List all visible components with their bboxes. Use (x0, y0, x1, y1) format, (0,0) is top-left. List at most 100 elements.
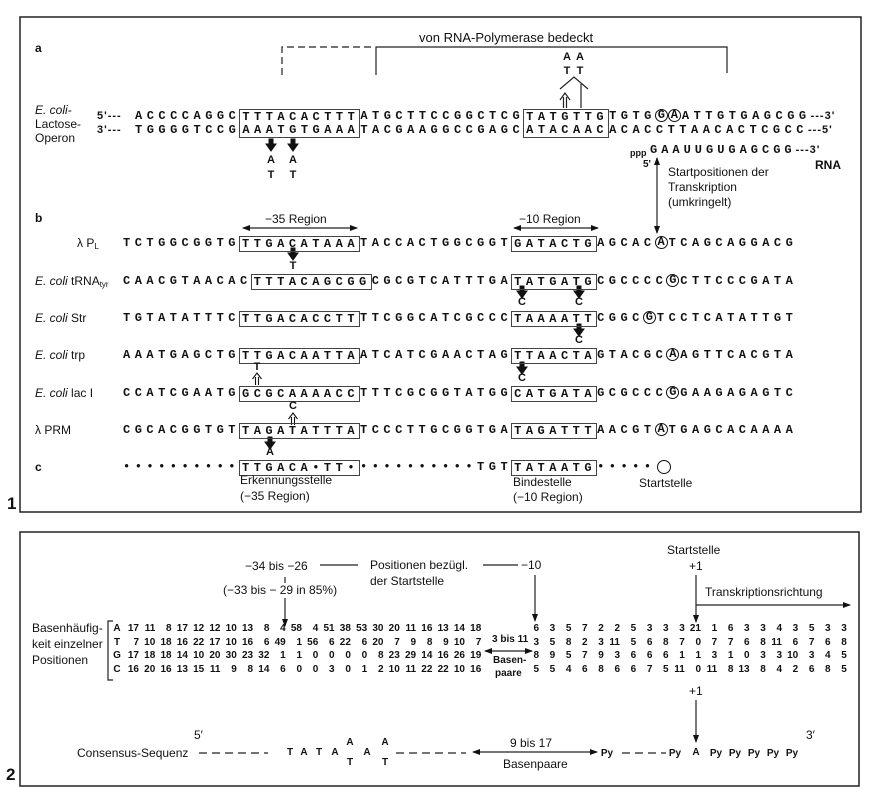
frequency-value: 1 (695, 650, 701, 661)
frequency-value: 10 (144, 637, 156, 648)
frequency-value: 0 (695, 637, 701, 648)
row-label: E. coli tRNAtyr (35, 274, 109, 292)
frequency-value: 22 (339, 637, 351, 648)
frequency-value: 11 (674, 664, 685, 675)
figure2-number: 2 (6, 765, 16, 784)
mutation-base: A (289, 154, 297, 166)
row-label: E. coli trp (35, 348, 85, 366)
frequency-value: 9 (231, 664, 237, 675)
sequence-segment: TCAGCAGGACG (668, 236, 798, 250)
frequency-value: 17 (127, 650, 139, 661)
frequency-value: 6 (280, 664, 286, 675)
frequency-value: 5 (549, 664, 556, 675)
frequency-value: 7 (394, 637, 400, 648)
frequency-value: 5 (841, 664, 847, 675)
row-label-name: tRNA (67, 274, 100, 288)
frequency-value: 6 (630, 650, 637, 661)
polymerase-bracket (375, 46, 728, 75)
start-note-line3: (umkringelt) (668, 195, 732, 209)
frequency-value: 17 (176, 623, 188, 634)
frequency-value: 6 (663, 650, 669, 661)
consensus-label: Consensus-Sequenz (77, 746, 189, 760)
frequency-value: 18 (160, 650, 172, 661)
start-base-circle: A (654, 236, 668, 249)
frequency-value: 19 (470, 650, 482, 661)
frequency-value: 8 (760, 664, 766, 675)
mutation-base: T (563, 65, 571, 77)
row-label-organism: E. coli (35, 386, 68, 400)
frequency-value: 32 (258, 650, 270, 661)
frequency-value: 9 (598, 650, 604, 661)
frequency-value: 6 (582, 664, 588, 675)
start-base-circle: G (654, 109, 668, 122)
frequency-value: 4 (280, 623, 286, 634)
frequency-value: 5 (630, 623, 637, 634)
strand-end: ---3' (810, 110, 836, 122)
filled-down-arrow-icon (287, 138, 299, 152)
frequency-value: 6 (614, 664, 620, 675)
rna-bases: GAAUUGUGAGCGG (650, 143, 796, 157)
boxed-region: TTTACACTTT (239, 109, 361, 124)
frequency-value: 13 (437, 623, 449, 634)
frequency-value: 3 (646, 623, 653, 634)
frequency-value: 3 (841, 623, 847, 634)
row-label-organism: E. coli (35, 348, 68, 362)
pyrimidine: Py (747, 748, 761, 759)
frequency-value: 8 (247, 664, 254, 675)
sequence-segment: CGGC (597, 311, 644, 325)
frequency-value: 18 (160, 637, 172, 648)
boxed-region: TAAAATT (511, 311, 598, 327)
frequency-value: 14 (176, 650, 188, 661)
sequence-segment: GTACGC (597, 348, 668, 362)
sequence-segment: ••••••••••TGT (360, 460, 513, 474)
frequency-value: 10 (225, 623, 237, 634)
consensus-base: A (300, 747, 308, 758)
frequency-value: 16 (127, 664, 139, 675)
frequency-value: 7 (679, 637, 685, 648)
sequence-segment: TACCACTGGCGGT (360, 236, 513, 250)
frequency-value: 23 (388, 650, 400, 661)
frequency-value: 8 (565, 637, 572, 648)
frequency-value: 3 (792, 623, 799, 634)
frequency-value: 2 (377, 664, 384, 675)
frequency-value: 1 (280, 650, 286, 661)
frequency-value: 3 (663, 623, 669, 634)
sequence-segment: ATGCTTCCGGCTCG (360, 109, 525, 123)
panel-a-label: a (35, 41, 42, 55)
bottom-strand-start: 3'--- (97, 124, 122, 136)
frequency-value: 7 (133, 637, 139, 648)
recognition-site-region: (−35 Region) (240, 489, 310, 503)
frequency-value: 0 (345, 650, 351, 661)
frequency-value: 11 (144, 623, 156, 634)
panel-b-label: b (35, 211, 43, 225)
top-strand-start: 5'--- (97, 110, 122, 122)
frequency-value: 16 (160, 664, 172, 675)
mutation-chevron (559, 76, 589, 90)
pyrimidine: Py (766, 748, 780, 759)
boxed-region: ATACAAC (523, 123, 610, 138)
boxed-region: TTGACA•TT• (239, 460, 361, 476)
frequency-value: 23 (241, 650, 254, 661)
frequency-value: 6 (646, 650, 653, 661)
frequency-value: 12 (193, 623, 205, 634)
mutation-base: T (576, 65, 584, 77)
consensus-base: A (331, 747, 339, 758)
frequency-value: 3 (825, 623, 831, 634)
frequency-value: 16 (176, 637, 188, 648)
frequency-value: 3 (679, 623, 685, 634)
frequency-value: 9 (443, 637, 449, 648)
sequence-segment: ••••• (597, 460, 656, 474)
sequence-segment: CGCACGGTGT (123, 423, 241, 437)
frequency-label-line2: keit einzelner (32, 637, 103, 651)
row-label-subscript: tyr (99, 280, 109, 289)
polymerase-bracket-dashed (281, 46, 374, 75)
boxed-region: GATACTG (511, 236, 598, 252)
panel-c-label: c (35, 460, 42, 474)
organism-label-line2: Lactose- (35, 117, 82, 131)
frequency-value: 22 (437, 664, 449, 675)
organism-label-line1: E. coli- (35, 103, 72, 117)
